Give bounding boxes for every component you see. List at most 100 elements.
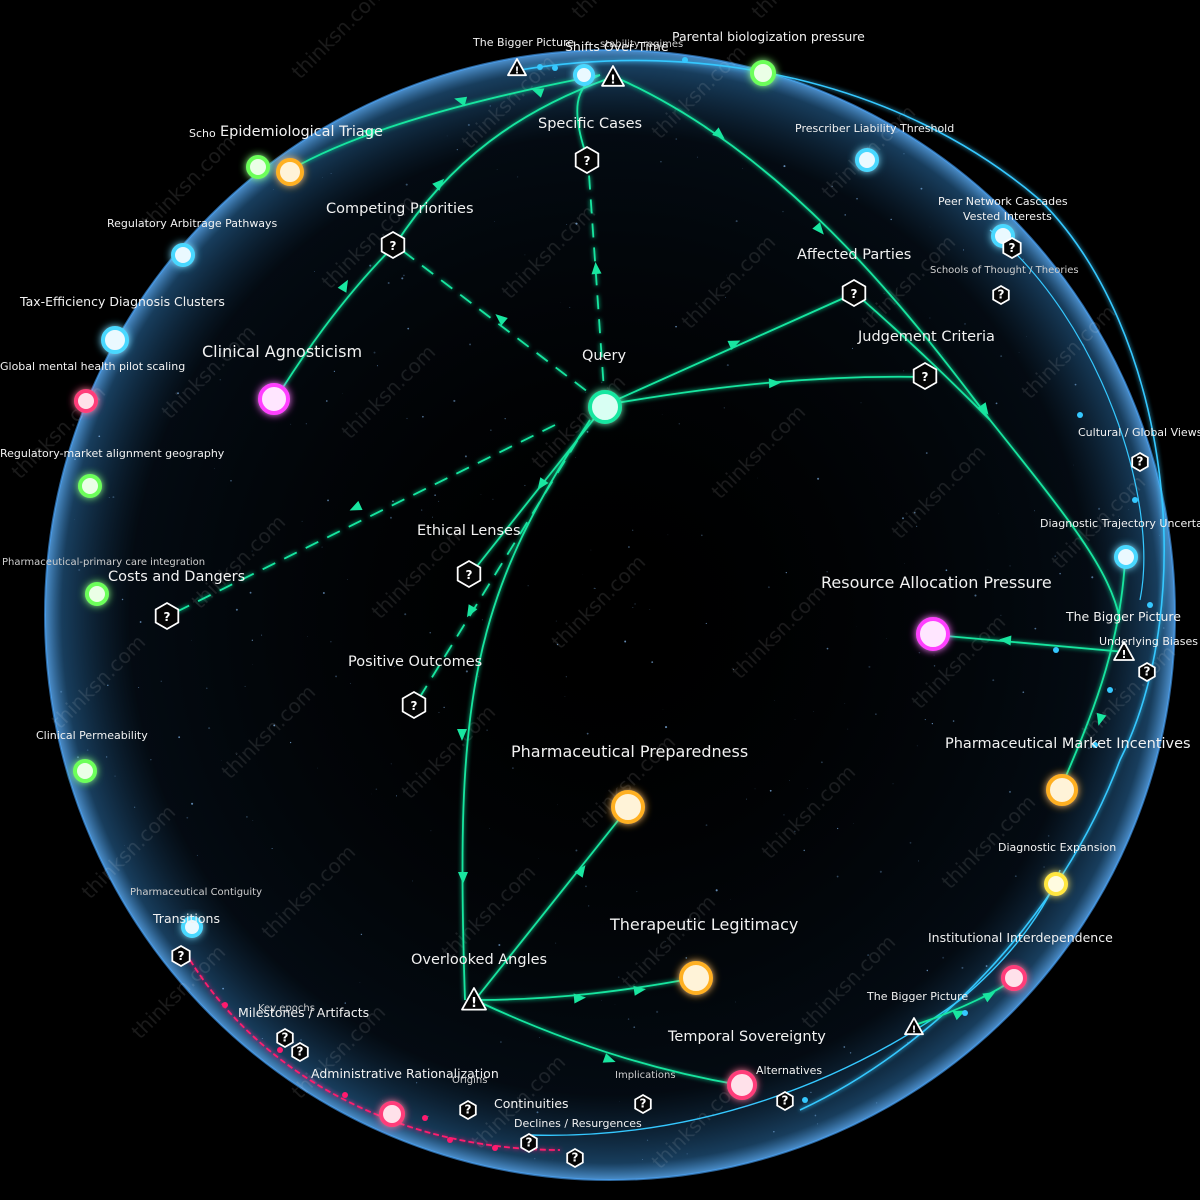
label-vested-interests: Vested Interests — [963, 210, 1052, 223]
star — [330, 173, 332, 174]
svg-text:!: ! — [912, 1024, 917, 1035]
star — [860, 402, 862, 404]
regulatory-market-node[interactable] — [78, 474, 102, 498]
pharmaceutical-market-node[interactable] — [1046, 774, 1078, 806]
star — [512, 767, 514, 769]
judgement-criteria-question[interactable]: ? — [912, 361, 938, 391]
costs-and-dangers-question[interactable]: ? — [154, 601, 180, 631]
affected-parties-question[interactable]: ? — [841, 278, 867, 308]
resource-allocation-node[interactable] — [916, 617, 950, 651]
star — [307, 636, 308, 637]
transitions-question[interactable]: ? — [171, 944, 191, 968]
star — [754, 788, 756, 790]
origins-question[interactable]: ? — [459, 1099, 477, 1121]
edge-shifts-epidemiological — [289, 74, 601, 171]
schools-of-thought-question[interactable]: ? — [992, 284, 1010, 306]
declines-question[interactable]: ? — [566, 1147, 584, 1169]
pharma-primary-care-node[interactable] — [85, 582, 109, 606]
temporal-sovereignty-node[interactable] — [727, 1070, 757, 1100]
arrowhead — [999, 635, 1012, 646]
cultural-global-question[interactable]: ? — [1131, 451, 1149, 473]
star — [588, 905, 590, 907]
star — [1047, 835, 1050, 837]
epidemiological-triage-node[interactable] — [276, 158, 304, 186]
star — [1128, 509, 1130, 511]
implications-question[interactable]: ? — [634, 1093, 652, 1115]
star — [586, 732, 589, 735]
global-mental-health-node[interactable] — [74, 389, 98, 413]
svg-text:!: ! — [610, 73, 616, 87]
vested-interests-question[interactable]: ? — [1002, 236, 1022, 260]
label-diagnostic-trajectory: Diagnostic Trajectory Uncertain — [1040, 517, 1200, 530]
star — [961, 966, 964, 969]
question-nodes[interactable]: ??????????????????? — [154, 145, 1156, 1169]
arrowhead — [602, 1053, 616, 1063]
star — [817, 1123, 819, 1125]
key-epochs-question[interactable]: ? — [276, 1027, 294, 1049]
diagnostic-trajectory-node[interactable] — [1114, 545, 1138, 569]
underlying-biases-question[interactable]: ? — [1138, 661, 1156, 683]
star — [412, 880, 413, 882]
label-clinical-permeability: Clinical Permeability — [36, 729, 148, 742]
competing-priorities-question[interactable]: ? — [380, 230, 406, 260]
transitions-node[interactable] — [181, 916, 203, 938]
bigger-picture-top-warning[interactable]: ! — [507, 58, 527, 76]
label-pharmaceutical-contiguity: Pharmaceutical Contiguity — [130, 887, 262, 898]
query-node[interactable] — [588, 390, 622, 424]
sphere-boundary — [44, 49, 1176, 1181]
star — [556, 643, 559, 646]
continuities-question[interactable]: ? — [520, 1132, 538, 1154]
scho-node[interactable] — [246, 155, 270, 179]
star — [575, 849, 578, 852]
overlooked-angles-warning[interactable]: ! — [461, 987, 487, 1011]
star — [632, 529, 634, 531]
specific-cases-question[interactable]: ? — [574, 145, 600, 175]
clinical-agnosticism-node[interactable] — [258, 383, 290, 415]
arc-marker-pink — [222, 1002, 228, 1008]
tax-efficiency-node[interactable] — [101, 326, 129, 354]
clinical-permeability-node[interactable] — [73, 759, 97, 783]
star — [917, 860, 920, 862]
regulatory-arbitrage-node[interactable] — [171, 243, 195, 267]
star — [114, 775, 116, 777]
shifts-over-time-node[interactable] — [573, 64, 595, 86]
therapeutic-legitimacy-node[interactable] — [679, 961, 713, 995]
star — [322, 176, 324, 178]
star — [392, 500, 394, 503]
prescriber-liability-node[interactable] — [855, 148, 879, 172]
star — [918, 651, 921, 654]
star — [670, 1030, 673, 1033]
graph-nodes[interactable] — [73, 60, 1138, 1127]
alternatives-question[interactable]: ? — [776, 1090, 794, 1112]
arc-marker — [802, 1097, 808, 1103]
star — [792, 1030, 794, 1031]
star — [942, 956, 945, 959]
diagnostic-expansion-node[interactable] — [1044, 872, 1068, 896]
star — [405, 183, 408, 186]
institutional-interdependence-node[interactable] — [1001, 965, 1027, 991]
arrowhead — [458, 872, 468, 884]
star — [903, 153, 905, 155]
ethical-lenses-question[interactable]: ? — [456, 559, 482, 589]
star — [585, 391, 587, 393]
label-clinical-agnosticism: Clinical Agnosticism — [202, 342, 362, 361]
svg-text:?: ? — [526, 1135, 533, 1149]
star — [660, 161, 662, 163]
bigger-picture-right-warning[interactable]: ! — [1113, 641, 1135, 661]
bigger-picture-bottom-warning[interactable]: ! — [904, 1017, 924, 1035]
arc-marker — [1147, 602, 1153, 608]
star — [500, 1041, 502, 1043]
shifts-warning[interactable]: ! — [601, 65, 625, 87]
positive-outcomes-question[interactable]: ? — [401, 690, 427, 720]
star — [430, 830, 432, 832]
administrative-rationalization-node[interactable] — [379, 1101, 405, 1127]
pharmaceutical-preparedness-node[interactable] — [611, 790, 645, 824]
star — [916, 525, 918, 527]
star — [903, 370, 905, 372]
milestones-question[interactable]: ? — [291, 1041, 309, 1063]
svg-text:?: ? — [411, 699, 418, 713]
parental-biologization-node[interactable] — [750, 60, 776, 86]
warning-nodes[interactable]: !!!!! — [461, 58, 1135, 1035]
star — [767, 586, 770, 589]
